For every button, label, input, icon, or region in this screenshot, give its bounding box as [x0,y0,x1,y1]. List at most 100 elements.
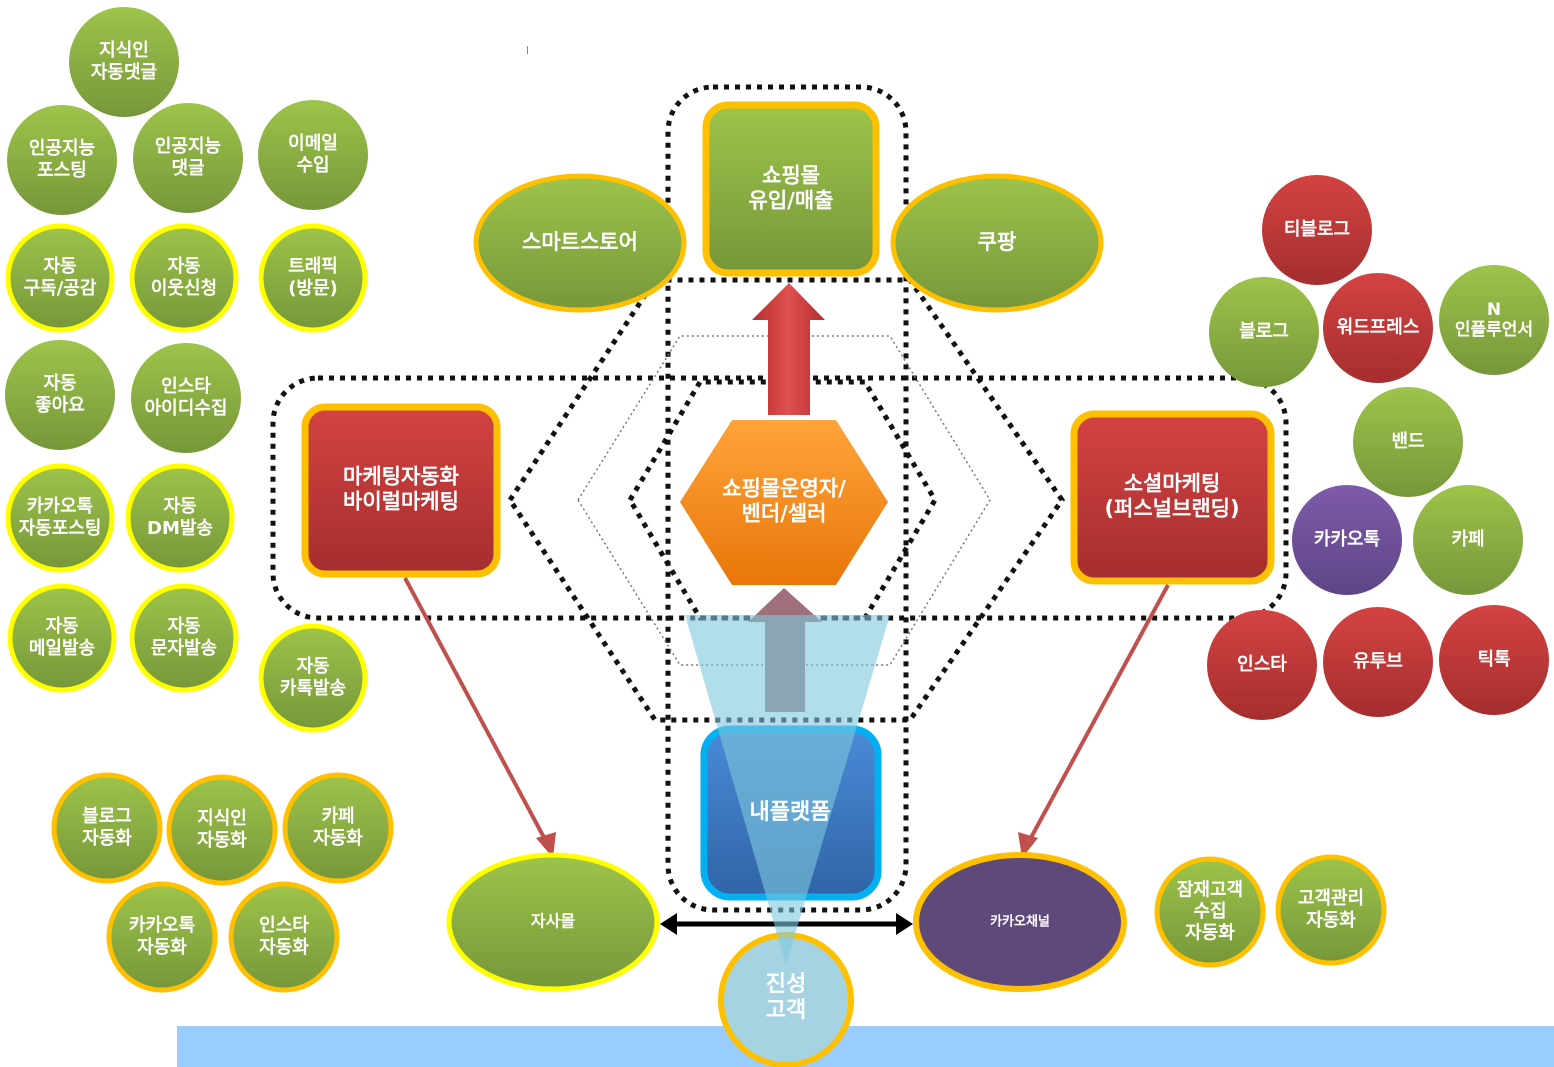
node-label: 바이럴마케팅 [343,490,459,514]
node-label: 자동화 [259,937,309,958]
social-marketing-node [1070,410,1275,585]
node-label: 지식인 [99,40,149,61]
arrowhead-kakao-channel [1018,832,1038,858]
node-label: (퍼스널브랜딩) [1104,497,1239,521]
own-mall-node [446,852,660,992]
node-label: 진성 [766,972,806,997]
node-label: 벤더/셀러 [742,502,827,526]
left-node [125,463,235,573]
shopping-mall-node [702,101,880,277]
cursor-mark [527,46,528,54]
channel-node [1323,607,1433,717]
node-label: 인공지능 [155,136,221,157]
node-label: 스마트스토어 [522,230,638,254]
node-label: 자동화 [197,830,247,851]
node-label: 수집 [1193,901,1226,922]
node-label: 자동 [163,496,196,517]
node-label: 밴드 [1391,431,1424,452]
node-label: 내플랫폼 [750,800,831,825]
node-label: 자동 [296,656,329,677]
channel-node [1439,605,1549,715]
left-node [7,105,117,215]
left-node [5,463,115,573]
node-label: (방문) [288,278,338,299]
node-label: 메일발송 [29,638,95,659]
node-label: 유투브 [1353,651,1403,672]
node-label: 소셜마케팅 [1124,471,1221,495]
node-label: 자동 [45,616,78,637]
node-label: 고객관리 [1298,888,1364,909]
channel-node [1413,485,1523,595]
node-label: 지식인 [197,808,247,829]
automation-node [51,772,163,884]
node-label: 자동댓글 [91,62,157,83]
node-label: 구독/공감 [24,278,97,299]
arrow-social-to-kakao-channel [1025,584,1170,846]
nodes-group: 지식인자동댓글인공지능포스팅인공지능댓글이메일수입자동구독/공감자동이웃신청트래… [5,7,1549,993]
node-label: 인스타 [1237,654,1287,675]
node-label: 워드프레스 [1337,316,1420,338]
arrowhead-own-mall [536,832,556,858]
node-label: 자동화 [82,828,132,849]
node-label: 자사몰 [531,912,575,931]
channel-node [1262,175,1372,285]
automation-node [228,881,340,993]
left-node [129,223,239,333]
node-label: 이웃신청 [151,278,217,299]
node-label: 잠재고객 [1177,879,1243,900]
operator-node [680,420,888,585]
node-label: 카카오채널 [990,914,1050,930]
node-label: 쿠팡 [978,230,1017,254]
smartstore-node [473,173,687,313]
left-node [7,583,117,693]
node-label: 카카오톡 [1314,529,1380,550]
node-label: 아이디수집 [145,398,228,419]
node-label: 자동화 [137,937,187,958]
left-node [131,343,241,453]
channel-node [1209,277,1319,387]
left-node [133,103,243,213]
node-label: 좋아요 [35,395,85,416]
node-label: 자동화 [1185,923,1235,944]
node-label: 수입 [296,154,329,176]
node-label: 유입/매출 [749,189,834,213]
automation-node [282,772,394,884]
node-label: N [1487,300,1501,320]
node-label: 티블로그 [1284,219,1350,240]
channel-node [1292,485,1402,595]
coupang-node [890,173,1104,313]
node-label: 카페 [1451,529,1484,550]
channel-node [1207,610,1317,720]
up-arrow-icon [752,283,825,415]
node-label: 트래픽 [288,256,338,277]
node-label: DM발송 [147,518,213,539]
node-label: 자동 [43,373,76,394]
outer-hexagon-frame [507,277,1066,723]
marketing-automation-node [301,403,501,578]
left-node [69,7,179,117]
node-label: 자동 [167,256,200,277]
node-label: 자동포스팅 [19,518,102,539]
left-node [5,340,115,450]
connectors [403,577,1170,935]
node-label: 인플루언서 [1455,320,1533,340]
left-node [258,100,368,210]
automation-node [106,881,218,993]
arrowhead-left [660,913,677,935]
arrowhead-right [896,913,913,935]
left-node [129,583,239,693]
left-node [258,623,368,733]
node-label: 고객 [766,998,806,1023]
bottom-band [177,1026,1554,1067]
node-label: 카카오톡 [27,496,93,517]
node-label: 카페 [321,806,354,827]
node-label: 쇼핑몰 [762,163,820,187]
node-label: 자동 [43,256,76,277]
node-label: 블로그 [1239,321,1289,342]
node-label: 블로그 [82,806,132,827]
node-label: 틱톡 [1477,649,1510,670]
channel-node [1353,387,1463,497]
node-label: 인스타 [259,915,309,936]
node-label: 인공지능 [29,138,95,159]
